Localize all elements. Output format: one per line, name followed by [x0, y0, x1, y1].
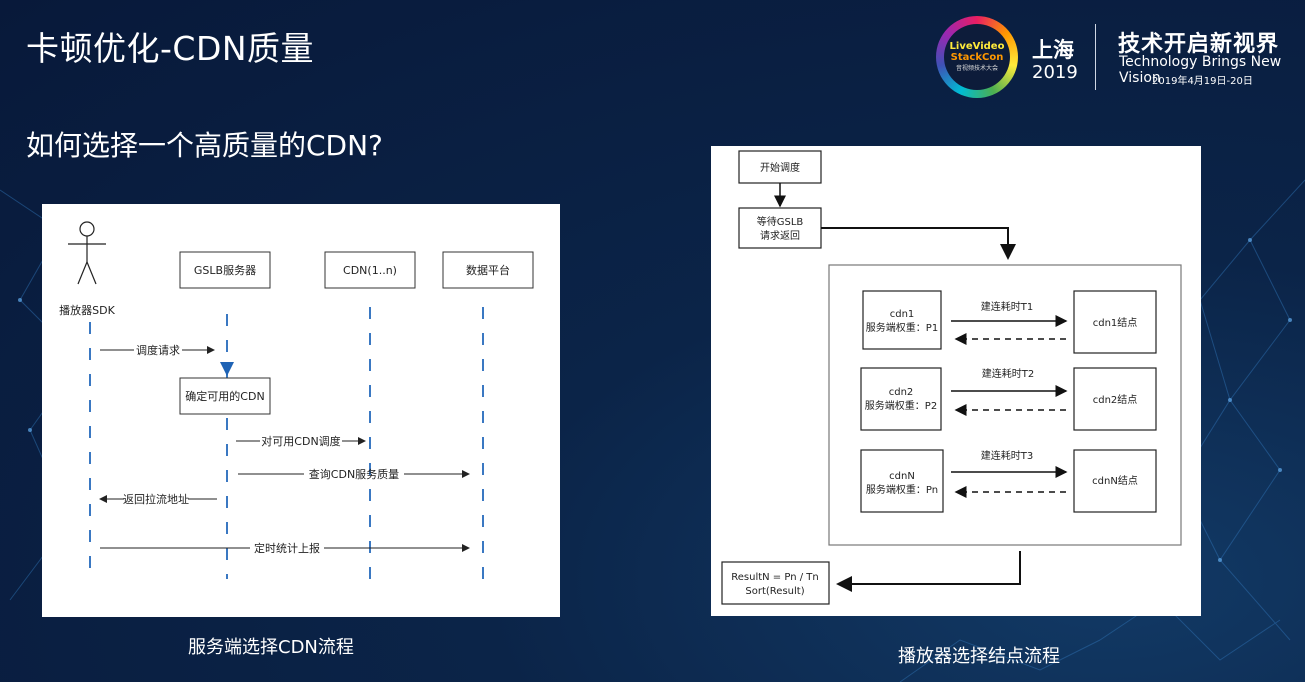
lifelines [89, 307, 484, 579]
participant-data-label: 数据平台 [466, 263, 510, 277]
message-dispatch-request: 调度请求 [136, 343, 180, 357]
participant-cdn-box [324, 251, 416, 289]
logo-line-2: StackCon [950, 51, 1004, 63]
result-sort: Sort(Result) [745, 586, 804, 597]
cdn1-weight: 服务端权重：P1 [866, 321, 938, 334]
slide-subtitle: 如何选择一个高质量的CDN? [26, 129, 383, 162]
brand-slogan-cn: 技术开启新视界 [1118, 32, 1280, 57]
participant-gslb-label: GSLB服务器 [194, 264, 256, 277]
wait-box-line2: 请求返回 [760, 229, 800, 242]
brand-date: 2019年4月19日-20日 [1152, 76, 1253, 87]
cdn2-weight: 服务端权重：P2 [865, 399, 937, 412]
brand-divider [1095, 24, 1096, 90]
player-actor-icon [68, 221, 106, 285]
cdn2-name: cdn2 [889, 387, 914, 398]
participant-cdn-label: CDN(1..n) [343, 264, 397, 277]
brand-slogan-en: Technology Brings New Vision [1119, 54, 1282, 86]
cdn2-node-box [1073, 367, 1157, 431]
process-box-label: 确定可用的CDN [185, 389, 264, 403]
participant-gslb-box [179, 251, 271, 289]
flow-arrow-container-result [836, 551, 1021, 592]
cdnN-node-box [1073, 449, 1157, 513]
participant-data-box [442, 251, 534, 289]
cdnN-weight: 服务端权重：Pn [866, 483, 938, 496]
message-return-url: 返回拉流地址 [123, 492, 189, 506]
result-formula: ResultN = Pn / Tn [731, 572, 818, 583]
cdn1-node-box [1073, 290, 1157, 354]
cdnN-name: cdnN [889, 471, 915, 482]
message-periodic-report: 定时统计上报 [254, 541, 320, 555]
actor-label: 播放器SDK [59, 303, 115, 317]
cdnN-node-label: cdnN结点 [1092, 474, 1138, 487]
start-box [738, 150, 822, 184]
left-diagram-caption: 服务端选择CDN流程 [188, 637, 354, 658]
cdn2-box [860, 367, 942, 431]
brand-city: 上海 [1032, 38, 1074, 62]
logo-line-3: 音视频技术大会 [955, 64, 998, 72]
cdn1-name: cdn1 [890, 309, 915, 320]
player-node-selection-flowchart: 开始调度 等待GSLB 请求返回 cdn1 服务端权重：P1 建连耗时T1 cd… [711, 146, 1201, 616]
cdn1-box [862, 290, 942, 350]
cdn1-node-label: cdn1结点 [1093, 316, 1138, 329]
message-schedule-cdn: 对可用CDN调度 [261, 434, 340, 448]
start-box-label: 开始调度 [760, 161, 800, 174]
activation-arrow-icon [220, 362, 234, 376]
conference-brand: LiveVideo StackCon 音视频技术大会 上海 2019 技术开启新… [936, 14, 1296, 104]
conference-logo: LiveVideo StackCon 音视频技术大会 [936, 16, 1018, 98]
cdnN-connect-time: 建连耗时T3 [981, 449, 1033, 462]
wait-box [738, 207, 822, 249]
flow-arrow-wait-container [821, 227, 1016, 260]
cdnN-box [860, 449, 944, 513]
brand-year: 2019 [1032, 62, 1078, 83]
result-box [721, 561, 830, 605]
message-query-quality: 查询CDN服务质量 [309, 467, 399, 481]
logo-line-1: LiveVideo [949, 40, 1005, 52]
right-diagram-caption: 播放器选择结点流程 [898, 646, 1060, 667]
server-side-sequence-diagram: 播放器SDK GSLB服务器 CDN(1..n) 数据平台 确定可用的CDN [42, 204, 560, 617]
cdn1-connect-time: 建连耗时T1 [981, 300, 1033, 313]
process-box [179, 377, 271, 415]
cdn2-node-label: cdn2结点 [1093, 393, 1138, 406]
wait-box-line1: 等待GSLB [757, 215, 804, 228]
cdn2-connect-time: 建连耗时T2 [982, 367, 1034, 380]
slide-title: 卡顿优化-CDN质量 [26, 29, 315, 68]
